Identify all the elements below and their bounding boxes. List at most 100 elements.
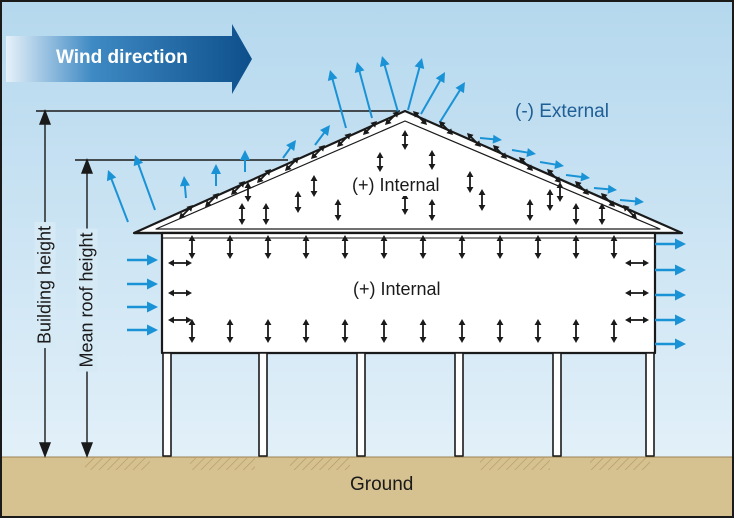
double-headed-arrow-icon [380,235,388,259]
wind-direction-banner [6,24,252,94]
double-headed-arrow-icon [264,319,272,343]
blue-arrow-icon [327,70,347,129]
double-headed-arrow-icon [428,199,436,221]
double-headed-arrow-icon [401,193,409,215]
ground-label: Ground [350,474,414,495]
internal-pressure-arrows [168,111,649,343]
stilts [162,352,655,457]
blue-arrow-icon [439,82,465,123]
double-headed-arrow-icon [598,203,606,225]
blue-arrow-icon [127,278,158,290]
blue-arrow-icon [655,289,686,301]
external-pressure-label: (-) External [515,101,609,122]
double-headed-arrow-icon [341,319,349,343]
double-headed-arrow-icon [226,319,234,343]
double-headed-arrow-icon [610,235,618,259]
blue-arrow-icon [379,56,399,113]
blue-arrow-icon [655,264,686,276]
blue-arrow-icon [511,148,536,157]
double-headed-arrow-icon [519,157,533,171]
blue-arrow-icon [407,58,425,111]
double-headed-arrow-icon [231,181,245,195]
blue-arrow-icon [211,164,221,186]
blue-arrow-icon [539,160,564,169]
double-headed-arrow-icon [493,145,507,159]
double-headed-arrow-icon [262,203,270,225]
double-headed-arrow-icon [401,130,409,150]
floor-internal-pressure-label: (+) Internal [353,279,441,299]
double-headed-arrow-icon [238,203,246,225]
blue-arrow-icon [420,72,445,115]
blue-arrow-icon [565,172,590,182]
double-headed-arrow-icon [205,193,219,207]
double-headed-arrow-icon [572,319,580,343]
double-headed-arrow-icon [467,133,481,147]
ground-hatch-1 [85,458,150,470]
ground-hatch-4 [480,458,550,470]
double-headed-arrow-icon [419,235,427,259]
double-headed-arrow-icon [334,199,342,221]
ground-hatch-2 [190,458,255,470]
blue-arrow-icon [127,324,158,336]
double-headed-arrow-icon [419,319,427,343]
double-headed-arrow-icon [380,319,388,343]
double-headed-arrow-icon [168,289,192,297]
double-headed-arrow-icon [428,150,436,170]
double-headed-arrow-icon [547,169,561,183]
blue-arrow-icon [133,155,156,211]
double-headed-arrow-icon [526,199,534,221]
blue-arrow-icon [655,238,686,250]
blue-arrow-icon [314,125,330,146]
blue-arrow-icon [619,196,644,206]
double-headed-arrow-icon [413,111,427,125]
double-headed-arrow-icon [257,169,271,183]
double-headed-arrow-icon [179,205,193,219]
blue-arrow-icon [127,301,158,313]
double-headed-arrow-icon [623,205,637,219]
blue-arrow-icon [655,314,686,326]
double-headed-arrow-icon [572,203,580,225]
double-headed-arrow-icon [496,319,504,343]
double-headed-arrow-icon [302,319,310,343]
mean-roof-height-label: Mean roof height [76,228,98,372]
double-headed-arrow-icon [337,133,351,147]
double-headed-arrow-icon [556,182,564,202]
double-headed-arrow-icon [310,175,318,197]
blue-arrow-icon [354,62,373,119]
double-headed-arrow-icon [341,235,349,259]
roof-inner-line [155,120,661,230]
external-wind-arrows [106,56,686,350]
building-height-label: Building height [34,221,56,349]
double-headed-arrow-icon [244,182,252,202]
blue-arrow-icon [282,140,296,159]
double-headed-arrow-icon [302,235,310,259]
double-headed-arrow-icon [188,235,196,259]
double-headed-arrow-icon [610,319,618,343]
double-headed-arrow-icon [534,319,542,343]
double-headed-arrow-icon [376,152,384,172]
blue-arrow-icon [479,134,502,144]
double-headed-arrow-icon [168,259,192,267]
blue-arrow-icon [106,170,129,223]
double-headed-arrow-icon [168,316,192,324]
double-headed-arrow-icon [466,171,474,193]
double-headed-arrow-icon [363,121,377,135]
double-headed-arrow-icon [625,289,649,297]
ground-hatch-5 [590,458,650,470]
double-headed-arrow-icon [601,193,615,207]
blue-arrow-icon [655,338,686,350]
blue-arrow-icon [179,176,190,199]
double-headed-arrow-icon [625,316,649,324]
double-headed-arrow-icon [478,189,486,211]
double-headed-arrow-icon [546,189,554,211]
double-headed-arrow-icon [496,235,504,259]
double-headed-arrow-icon [285,157,299,171]
double-headed-arrow-icon [572,235,580,259]
double-headed-arrow-icon [575,181,589,195]
double-headed-arrow-icon [294,191,302,213]
blue-arrow-icon [127,254,158,266]
double-headed-arrow-icon [625,259,649,267]
double-headed-arrow-icon [458,319,466,343]
